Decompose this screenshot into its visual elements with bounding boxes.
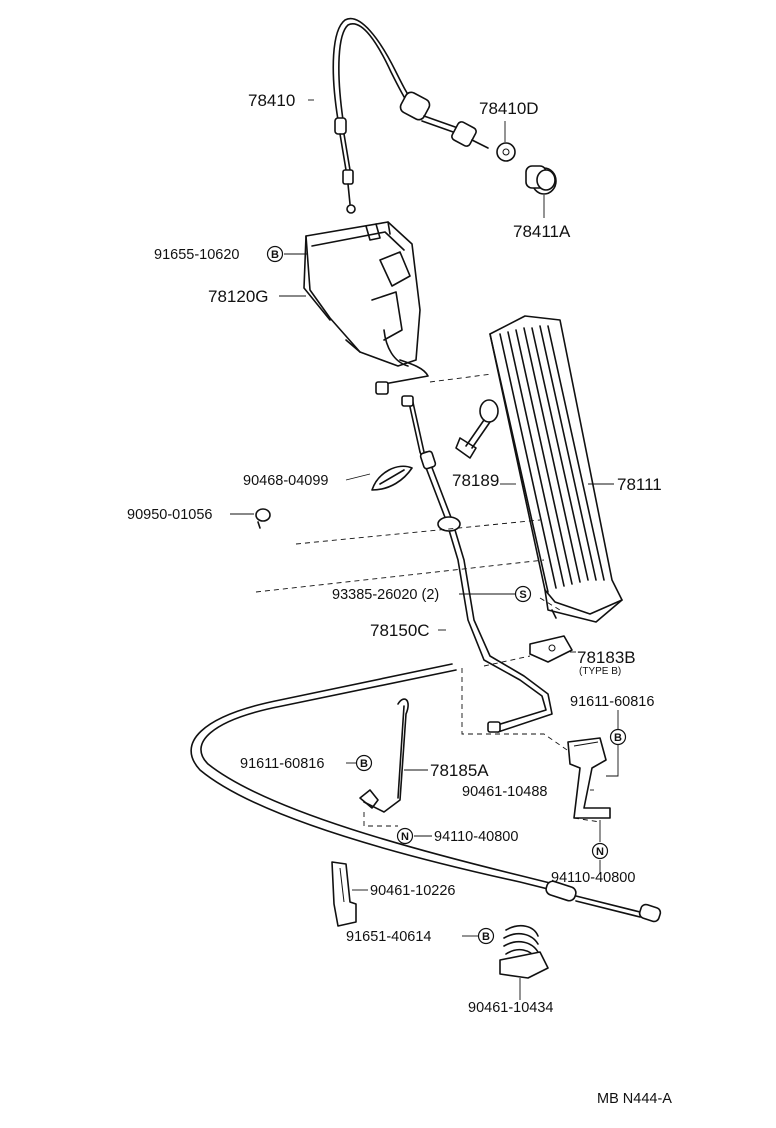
marker-s-93385: S <box>514 585 532 603</box>
marker-b-91611-left: B <box>355 754 373 772</box>
cable-end-cap <box>525 165 557 195</box>
leader-lines <box>230 99 619 1000</box>
label-94110-40800-right: 94110-40800 <box>551 870 635 886</box>
marker-b-91655: B <box>266 245 284 263</box>
svg-text:S: S <box>519 589 526 601</box>
stopper-bolt <box>455 399 499 459</box>
label-78410: 78410 <box>248 91 295 110</box>
label-78189: 78189 <box>452 471 499 490</box>
label-78183B: 78183B <box>577 648 636 667</box>
label-90468-04099: 90468-04099 <box>243 473 328 489</box>
long-cable <box>190 663 662 923</box>
svg-text:N: N <box>596 846 604 858</box>
pedal-lever-arm <box>375 359 429 453</box>
label-78411A: 78411A <box>513 222 571 241</box>
marker-b-91611-right: B <box>609 728 627 746</box>
pedal-bracket <box>303 221 421 367</box>
spring-bracket-10434 <box>499 924 549 979</box>
label-91651-40614: 91651-40614 <box>346 929 431 945</box>
label-91655-10620: 91655-10620 <box>154 247 239 263</box>
label-78111: 78111 <box>617 475 662 494</box>
label-78183B-note: (TYPE B) <box>579 666 621 677</box>
label-91611-60816-right: 91611-60816 <box>570 694 654 710</box>
bracket-10488 <box>567 737 611 819</box>
throttle-cable-upper <box>332 17 413 214</box>
label-93385-26020: 93385-26020 (2) <box>332 587 439 603</box>
marker-n-94110-right: N <box>591 842 609 860</box>
label-78410D: 78410D <box>479 99 539 118</box>
label-91611-60816-left: 91611-60816 <box>240 756 324 772</box>
label-94110-40800-left: 94110-40800 <box>434 829 518 845</box>
cable-adjuster <box>399 91 516 162</box>
bracket-10226 <box>331 861 357 927</box>
label-90461-10226: 90461-10226 <box>370 883 455 899</box>
footer-code: MB N444-A <box>597 1091 672 1107</box>
label-90461-10488: 90461-10488 <box>462 784 547 800</box>
throttle-cable-lower <box>419 450 553 733</box>
grommet <box>255 508 271 529</box>
label-78120G: 78120G <box>208 287 269 306</box>
return-rod <box>359 698 409 813</box>
cable-clip <box>371 465 413 491</box>
label-90461-10434: 90461-10434 <box>468 1000 553 1016</box>
reference-lines <box>255 373 601 827</box>
marker-b-91651: B <box>477 927 495 945</box>
label-78185A: 78185A <box>430 761 489 780</box>
accelerator-pedal <box>489 315 623 623</box>
label-90950-01056: 90950-01056 <box>127 507 212 523</box>
svg-text:N: N <box>401 831 409 843</box>
marker-n-94110-left: N <box>396 827 414 845</box>
label-78150C: 78150C <box>370 621 430 640</box>
svg-text:B: B <box>271 249 279 261</box>
svg-text:B: B <box>614 732 622 744</box>
svg-text:B: B <box>482 931 490 943</box>
cable-clamp <box>529 635 573 663</box>
svg-text:B: B <box>360 758 368 770</box>
